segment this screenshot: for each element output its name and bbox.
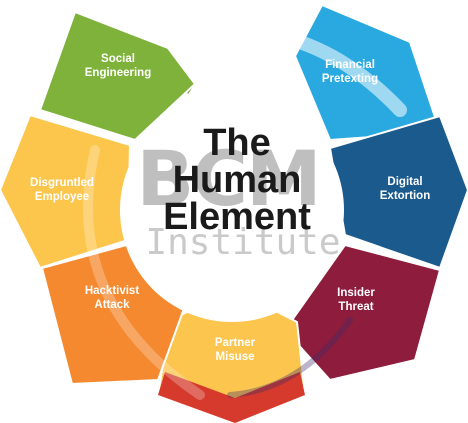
insider-threat-label-line-2: Threat bbox=[338, 301, 373, 313]
insider-threat-segment bbox=[283, 243, 442, 382]
social-engineering-label-line-1: Social bbox=[101, 53, 135, 65]
watermark-sub: Institute bbox=[145, 222, 340, 263]
digital-extortion-label-line-2: Extortion bbox=[380, 190, 430, 202]
watermark-main: BCM bbox=[136, 134, 319, 223]
insider-threat-label-line-1: Insider bbox=[337, 287, 375, 299]
partner-misuse-arrow-base bbox=[158, 372, 305, 423]
swirl-overlay bbox=[83, 24, 407, 400]
social-engineering-label-line-2: Engineering bbox=[85, 67, 151, 79]
hacktivist-attack-label-line-2: Attack bbox=[94, 299, 130, 311]
partner-misuse-label-line-1: Partner bbox=[215, 337, 256, 349]
disgruntled-employee-label-line-1: Disgruntled bbox=[30, 177, 94, 189]
title-line-1: The bbox=[203, 122, 271, 164]
partner-misuse-label-line-2: Misuse bbox=[216, 351, 255, 363]
hacktivist-attack-label-line-1: Hacktivist bbox=[85, 285, 140, 297]
financial-pretexting-label-line-1: Financial bbox=[325, 59, 375, 71]
title-line-3: Element bbox=[163, 196, 311, 238]
financial-pretexting-label-line-2: Pretexting bbox=[322, 73, 378, 85]
digital-extortion-label-line-1: Digital bbox=[387, 176, 422, 188]
disgruntled-employee-label-line-2: Employee bbox=[35, 191, 89, 203]
social-engineering-segment bbox=[38, 10, 197, 142]
center-circle bbox=[120, 98, 344, 322]
title-line-2: Human bbox=[173, 159, 302, 201]
